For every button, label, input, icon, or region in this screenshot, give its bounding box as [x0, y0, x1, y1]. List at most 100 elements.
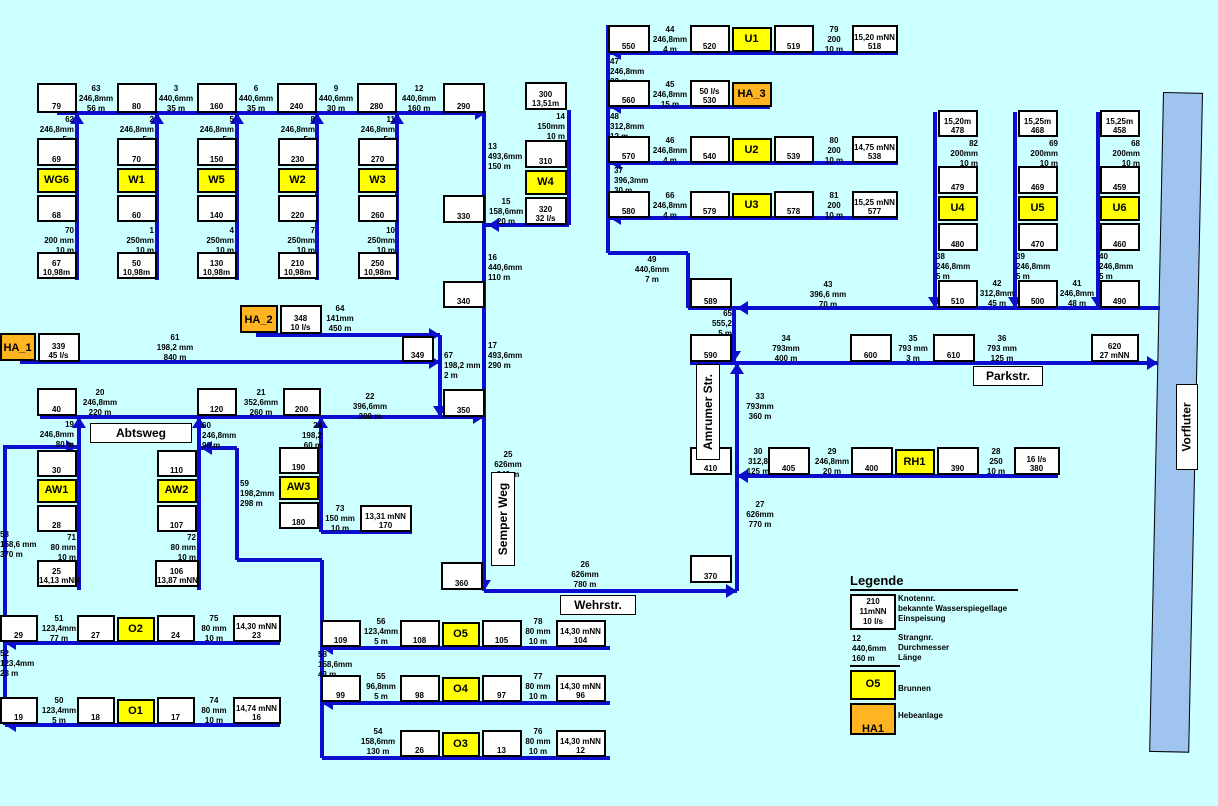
- node-98[interactable]: 98: [400, 675, 440, 702]
- node-28[interactable]: 28: [37, 505, 77, 532]
- well-W2[interactable]: W2: [278, 168, 318, 193]
- well-U5[interactable]: U5: [1018, 196, 1058, 221]
- node-15,20 mNN[interactable]: 15,20 mNN518: [852, 25, 898, 53]
- well-U6[interactable]: U6: [1100, 196, 1140, 221]
- node-280[interactable]: 280: [357, 83, 397, 113]
- node-539[interactable]: 539: [774, 136, 814, 163]
- node-79[interactable]: 79: [37, 83, 77, 113]
- node-190[interactable]: 190: [279, 447, 319, 474]
- well-U3[interactable]: U3: [732, 193, 772, 218]
- node-120[interactable]: 120: [197, 388, 237, 416]
- node-80[interactable]: 80: [117, 83, 157, 113]
- node-99[interactable]: 99: [321, 675, 361, 702]
- node-70[interactable]: 70: [117, 138, 157, 166]
- well-O5[interactable]: O5: [442, 622, 480, 647]
- node-180[interactable]: 180: [279, 502, 319, 529]
- well-W5[interactable]: W5: [197, 168, 237, 193]
- node-40[interactable]: 40: [37, 388, 77, 416]
- lifting-station-HA_3[interactable]: HA_3: [732, 82, 772, 107]
- lifting-station-HA_1[interactable]: HA_1: [0, 333, 36, 361]
- node-110[interactable]: 110: [157, 450, 197, 477]
- node-578[interactable]: 578: [774, 191, 814, 218]
- node-50 l/s[interactable]: 50 l/s530: [690, 80, 730, 107]
- well-O2[interactable]: O2: [117, 617, 155, 642]
- node-310[interactable]: 310: [525, 140, 567, 168]
- node-460[interactable]: 460: [1100, 223, 1140, 251]
- node-519[interactable]: 519: [774, 25, 814, 53]
- node-590[interactable]: 590: [690, 334, 732, 362]
- node-230[interactable]: 230: [278, 138, 318, 166]
- node-479[interactable]: 479: [938, 166, 978, 194]
- node-14,74 mNN[interactable]: 14,74 mNN16: [233, 697, 281, 724]
- node-109[interactable]: 109: [321, 620, 361, 647]
- node-600[interactable]: 600: [850, 334, 892, 362]
- well-W1[interactable]: W1: [117, 168, 157, 193]
- node-220[interactable]: 220: [278, 195, 318, 222]
- node-69[interactable]: 69: [37, 138, 77, 166]
- node-370[interactable]: 370: [690, 555, 732, 583]
- well-AW1[interactable]: AW1: [37, 479, 77, 503]
- node-480[interactable]: 480: [938, 223, 978, 251]
- node-270[interactable]: 270: [358, 138, 398, 166]
- node-30[interactable]: 30: [37, 450, 77, 477]
- node-107[interactable]: 107: [157, 505, 197, 532]
- node-27[interactable]: 27: [77, 615, 115, 642]
- node-550[interactable]: 550: [608, 25, 650, 53]
- node-540[interactable]: 540: [690, 136, 730, 163]
- node-490[interactable]: 490: [1100, 280, 1140, 308]
- well-W3[interactable]: W3: [358, 168, 398, 193]
- lifting-station-HA_2[interactable]: HA_2: [240, 305, 278, 333]
- node-500[interactable]: 500: [1018, 280, 1058, 308]
- node-60[interactable]: 60: [117, 195, 157, 222]
- node-610[interactable]: 610: [933, 334, 975, 362]
- node-240[interactable]: 240: [277, 83, 317, 113]
- node-459[interactable]: 459: [1100, 166, 1140, 194]
- well-O1[interactable]: O1: [117, 699, 155, 724]
- node-105[interactable]: 105: [482, 620, 522, 647]
- node-360[interactable]: 360: [441, 562, 483, 590]
- node-17[interactable]: 17: [157, 697, 195, 724]
- node-589[interactable]: 589: [690, 278, 732, 308]
- node-260[interactable]: 260: [358, 195, 398, 222]
- well-AW2[interactable]: AW2: [157, 479, 197, 503]
- node-560[interactable]: 560: [608, 80, 650, 107]
- node-16 l/s[interactable]: 16 l/s380: [1014, 447, 1060, 475]
- well-U4[interactable]: U4: [938, 196, 978, 221]
- node-469[interactable]: 469: [1018, 166, 1058, 194]
- well-W4[interactable]: W4: [525, 170, 567, 195]
- node-13[interactable]: 13: [482, 730, 522, 757]
- well-O4[interactable]: O4: [442, 677, 480, 702]
- node-390[interactable]: 390: [937, 447, 979, 475]
- node-400[interactable]: 400: [851, 447, 893, 475]
- node-580[interactable]: 580: [608, 191, 650, 218]
- node-200[interactable]: 200: [283, 388, 321, 416]
- node-14,30 mNN[interactable]: 14,30 mNN96: [556, 675, 606, 702]
- node-140[interactable]: 140: [197, 195, 237, 222]
- node-29[interactable]: 29: [0, 615, 38, 642]
- node-350[interactable]: 350: [443, 389, 485, 417]
- node-24[interactable]: 24: [157, 615, 195, 642]
- node-510[interactable]: 510: [938, 280, 978, 308]
- well-AW3[interactable]: AW3: [279, 476, 319, 500]
- node-14,30 mNN[interactable]: 14,30 mNN12: [556, 730, 606, 757]
- node-14,30 mNN[interactable]: 14,30 mNN23: [233, 615, 281, 642]
- well-WG6[interactable]: WG6: [37, 168, 77, 193]
- well-O3[interactable]: O3: [442, 732, 480, 757]
- node-14,75 mNN[interactable]: 14,75 mNN538: [852, 136, 898, 163]
- node-68[interactable]: 68: [37, 195, 77, 222]
- well-RH1[interactable]: RH1: [895, 449, 935, 475]
